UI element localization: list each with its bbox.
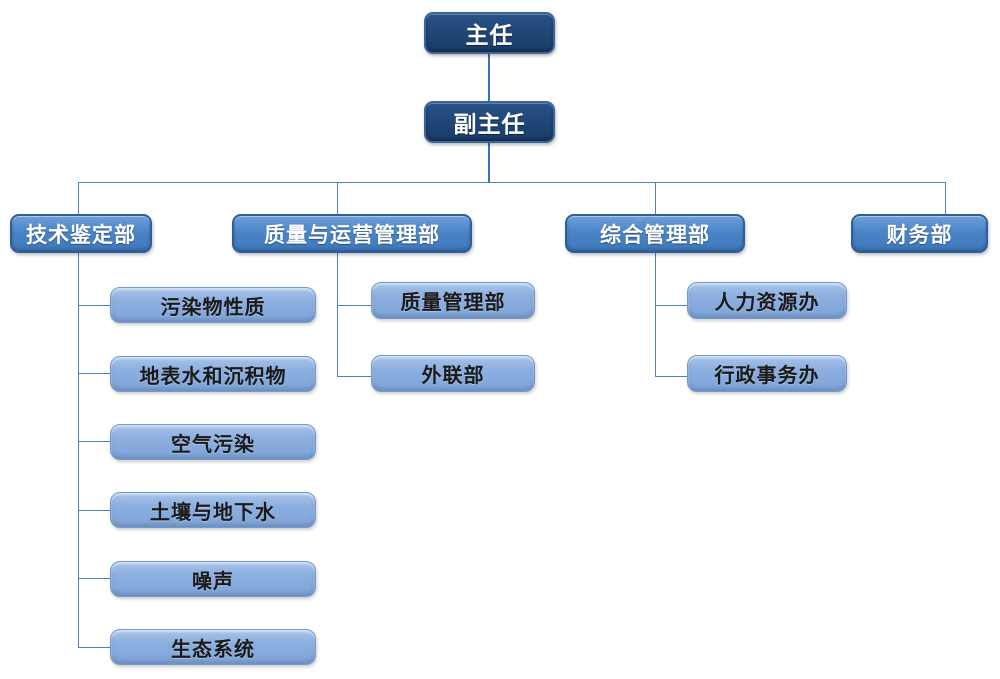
node-dept-finance[interactable]: 财务部 [851,214,988,253]
node-tech-child-5[interactable]: 噪声 [110,561,316,597]
node-admin-child-1-label: 人力资源办 [714,292,820,314]
node-quality-child-1-label: 质量管理部 [400,292,506,314]
connector-drop-quality-ops [337,182,338,214]
connector-level2-bus [78,182,946,183]
connector-stub-technical-4 [78,510,111,511]
node-quality-child-1[interactable]: 质量管理部 [371,282,535,319]
node-tech-child-2[interactable]: 地表水和沉积物 [110,356,316,392]
node-tech-child-3[interactable]: 空气污染 [110,424,316,460]
node-quality-child-2-label: 外联部 [421,365,485,387]
node-admin-child-1[interactable]: 人力资源办 [687,282,847,319]
node-quality-child-2[interactable]: 外联部 [371,355,535,392]
connector-spine-general-admin [655,252,656,377]
node-dept-quality-ops[interactable]: 质量与运营管理部 [232,214,472,253]
connector-spine-quality-ops [337,252,338,377]
connector-stub-admin-2 [655,376,687,377]
node-director[interactable]: 主任 [424,12,555,54]
node-dept-quality-ops-label: 质量与运营管理部 [264,223,440,247]
node-director-label: 主任 [465,22,514,48]
node-dept-technical[interactable]: 技术鉴定部 [10,214,152,253]
node-admin-child-2[interactable]: 行政事务办 [687,355,847,392]
connector-stub-quality-1 [337,305,371,306]
connector-stub-technical-2 [78,373,111,374]
connector-deputy-to-bus [488,142,490,183]
connector-stub-technical-1 [78,305,111,306]
node-deputy-director[interactable]: 副主任 [424,101,555,143]
connector-spine-technical [78,252,79,648]
node-tech-child-6-label: 生态系统 [171,638,255,661]
connector-drop-general-admin [655,182,656,214]
connector-drop-finance [945,182,946,214]
node-tech-child-4-label: 土壤与地下水 [150,501,276,524]
connector-stub-quality-2 [337,376,371,377]
connector-stub-technical-6 [78,647,111,648]
connector-drop-technical [78,182,79,214]
node-dept-general-admin-label: 综合管理部 [600,223,710,247]
node-tech-child-2-label: 地表水和沉积物 [139,365,287,388]
connector-stub-technical-5 [78,578,111,579]
connector-director-to-deputy [488,53,490,101]
node-tech-child-5-label: 噪声 [192,570,234,593]
node-deputy-director-label: 副主任 [453,111,526,137]
node-dept-general-admin[interactable]: 综合管理部 [565,214,745,253]
node-tech-child-4[interactable]: 土壤与地下水 [110,492,316,528]
node-dept-technical-label: 技术鉴定部 [26,223,136,247]
connector-stub-technical-3 [78,441,111,442]
node-tech-child-6[interactable]: 生态系统 [110,629,316,665]
connector-stub-admin-1 [655,305,687,306]
node-dept-finance-label: 财务部 [886,223,953,247]
node-tech-child-1[interactable]: 污染物性质 [110,287,316,323]
node-tech-child-1-label: 污染物性质 [160,296,266,319]
node-tech-child-3-label: 空气污染 [171,433,255,456]
node-admin-child-2-label: 行政事务办 [714,365,820,387]
